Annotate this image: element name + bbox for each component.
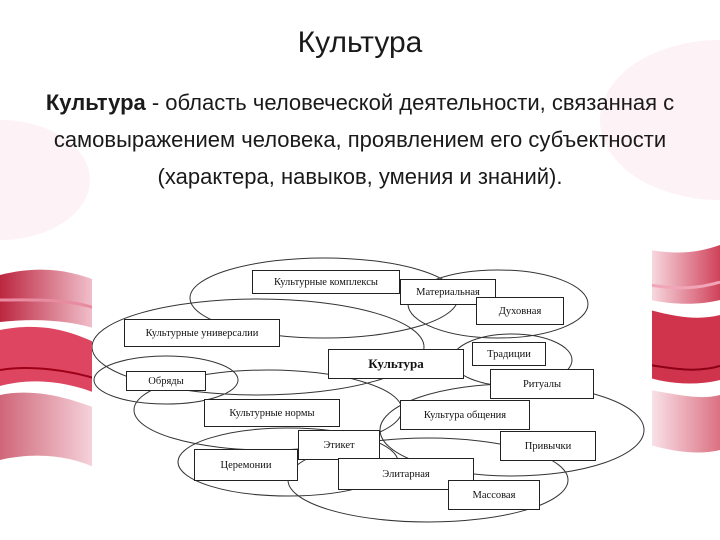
node-cultural-universals: Культурные универсалии	[124, 319, 280, 347]
node-traditions: Традиции	[472, 342, 546, 366]
definition-term: Культура	[45, 90, 146, 115]
slide-title: Культура	[297, 26, 423, 59]
node-mass: Массовая	[448, 480, 540, 510]
definition-text: Культура - область человеческой деятельн…	[30, 84, 690, 195]
node-ceremonies: Церемонии	[194, 449, 298, 481]
definition-body: - область человеческой деятельности, свя…	[53, 90, 675, 189]
node-communication-culture: Культура общения	[400, 400, 530, 430]
ellipse-universals	[92, 298, 425, 396]
node-etiquette: Этикет	[298, 430, 380, 460]
node-culture-center: Культура	[328, 349, 464, 379]
node-cultural-norms: Культурные нормы	[204, 399, 340, 427]
node-rituals: Ритуалы	[490, 369, 594, 399]
node-rites: Обряды	[126, 371, 206, 391]
node-habits: Привычки	[500, 431, 596, 461]
node-cultural-complexes: Культурные комплексы	[252, 270, 400, 294]
node-material: Материальная	[400, 279, 496, 305]
culture-diagram: Культурные комплексы Материальная Духовн…	[92, 242, 652, 528]
node-spiritual: Духовная	[476, 297, 564, 325]
ellipse-rites	[93, 355, 239, 405]
